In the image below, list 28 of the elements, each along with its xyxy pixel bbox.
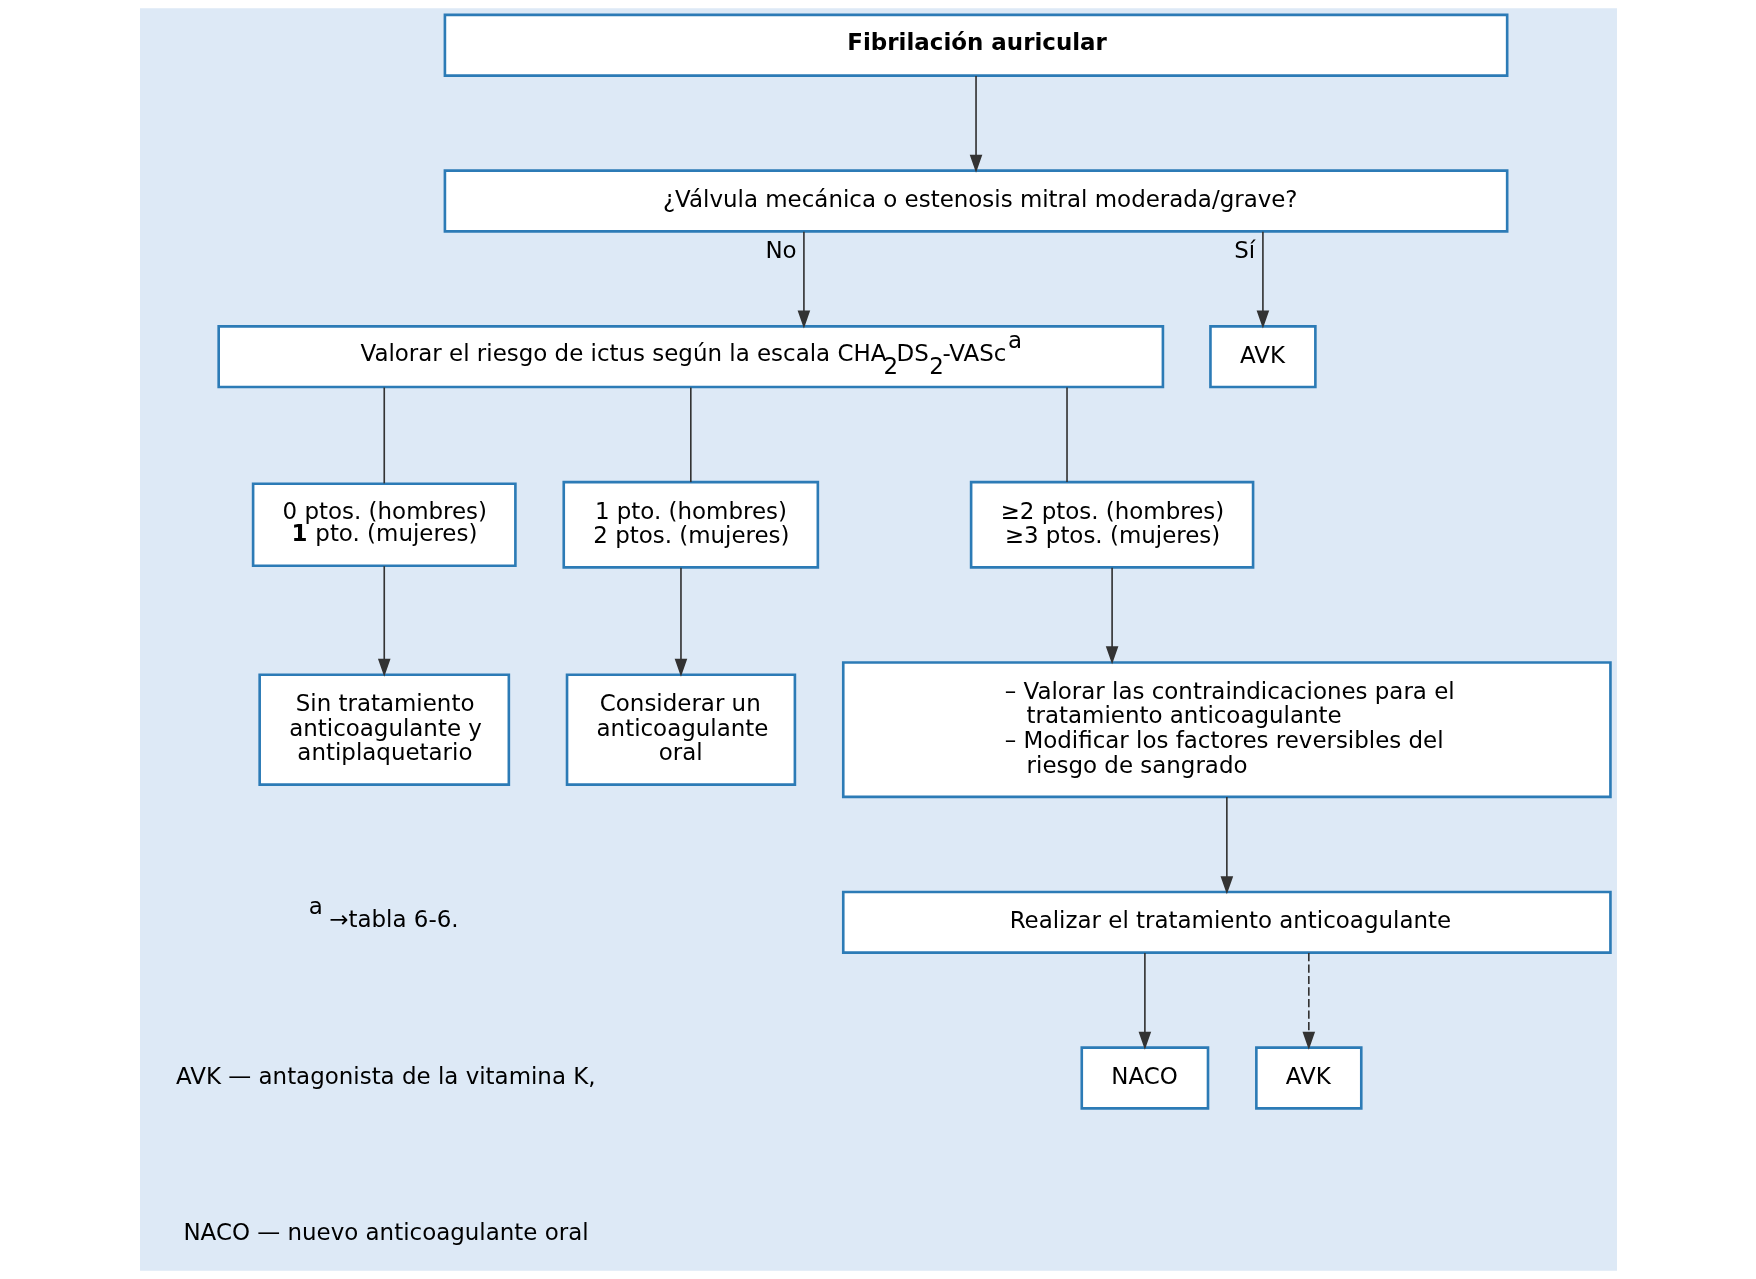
node-box: 1 pto. (hombres) 2 ptos. (mujeres) xyxy=(561,480,819,569)
node-box: ≥2 ptos. (hombres) ≥3 ptos. (mujeres) xyxy=(969,480,1254,569)
edge-label: No xyxy=(764,236,797,263)
node-box: AVK xyxy=(1254,1046,1363,1110)
arrow xyxy=(1105,566,1118,665)
connector xyxy=(689,386,692,483)
arrow xyxy=(377,565,391,677)
connector xyxy=(1065,386,1068,483)
label: NACO — nuevo anticoagulante oral xyxy=(182,1218,589,1245)
node-box: 0 ptos. (hombres) 1 pto. (mujeres) xyxy=(251,482,517,568)
label: AVK — antagonista de la vitamina K, xyxy=(175,1063,596,1090)
arrow xyxy=(1302,952,1315,1050)
arrow xyxy=(1138,952,1151,1050)
node-box: NACO xyxy=(1079,1046,1209,1110)
edge-label: Sí xyxy=(1233,236,1255,263)
node-box: AVK xyxy=(1208,325,1317,389)
node-box: Fibrilación auricular xyxy=(443,13,1508,77)
arrow xyxy=(1256,230,1269,329)
arrow xyxy=(674,566,687,677)
node-box: Realizar el tratamiento anticoagulante xyxy=(841,890,1612,954)
node-box: Considerar un anticoagulante oral xyxy=(565,673,796,786)
node-box: – Valorar las contraindicaciones para el tratamiento anticoagulante – Modificar los factores reversibles del riesgo de sangrado xyxy=(841,661,1612,799)
node-box: ¿Válvula mecánica o estenosis mitral moderada/grave? xyxy=(443,169,1508,233)
connector xyxy=(382,386,385,485)
node-box: Sin tratamiento anticoagulante y antiplaquetario xyxy=(257,673,510,786)
arrow xyxy=(797,230,810,329)
arrow xyxy=(1220,796,1233,895)
arrow xyxy=(969,75,982,173)
